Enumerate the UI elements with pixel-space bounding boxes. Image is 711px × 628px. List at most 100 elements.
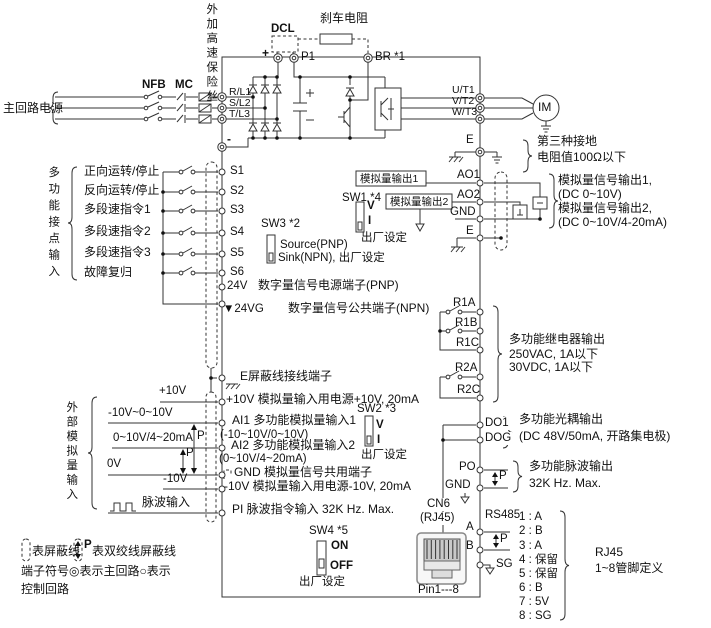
terminal-label-ao2: AO2 — [457, 189, 481, 201]
terminal-label-r2c: R2C — [457, 384, 481, 396]
terminal-label-rl1: R/L1 — [229, 86, 252, 98]
func-label-2: 反向运转/停止 — [84, 183, 160, 197]
sw3-sink-label: Sink(NPN), 出厂设定 — [278, 252, 385, 264]
rs485-label: RS485 — [485, 509, 521, 521]
rj45-label: (RJ45) — [419, 512, 456, 526]
sw3-source-label: Source(PNP) — [280, 239, 348, 251]
terminal-label-r2a: R2A — [455, 362, 478, 374]
n10v-desc: -10V 模拟量输入用电源-10V, 20mA — [224, 479, 411, 493]
twisted-p-label-2: P — [186, 447, 194, 459]
po-note2: 32K Hz. Max. — [529, 476, 602, 490]
pin-def-1: 1 : A — [519, 511, 543, 523]
range1-label: -10V~0~10V — [108, 407, 173, 419]
ao-note1: 模拟量信号输出1, — [558, 173, 653, 187]
func-label-6: 故障复归 — [84, 265, 133, 279]
relay-note3: 30VDC, 1A以下 — [509, 360, 594, 374]
motor-label: IM — [538, 100, 552, 114]
pin-def-8: 8 : SG — [519, 610, 552, 622]
terminal-label-ao1: AO1 — [457, 169, 481, 181]
terminal-label-dog: DOG — [484, 432, 513, 446]
terminal-label-do1: DO1 — [484, 417, 510, 431]
minus-terminal-label: - — [227, 132, 231, 146]
ai1-range-label: (-10~10V/0~10V) — [220, 429, 309, 441]
24vg-desc: 数字量信号公共端子(NPN) — [288, 301, 430, 315]
digital-group-label: 多功能接点输入 — [47, 166, 60, 282]
terminal-label-s5: S5 — [230, 247, 245, 259]
terminal-label-gnd-ao: GND — [450, 206, 476, 218]
terminal-label-s6: S6 — [230, 266, 245, 278]
pin-def-5: 5 : 保留 — [519, 568, 558, 580]
br-terminal-label: BR *1 — [375, 51, 406, 63]
func-label-3: 多段速指令1 — [84, 202, 151, 216]
legend-line3: 控制回路 — [21, 582, 70, 596]
analog-input-circuit — [87, 391, 374, 523]
earth-terminal-top — [448, 139, 533, 173]
terminal-label-vt2: V/T2 — [452, 95, 475, 107]
pin-def-6: 6 : B — [519, 582, 543, 594]
ao-note2: (DC 0~10V) — [558, 187, 622, 201]
func-label-4: 多段速指令2 — [84, 224, 151, 238]
pi-label: PI 脉波指令输入 32K Hz. Max. — [232, 502, 395, 516]
gnd-ai-label: GND 模拟量信号共用端子 — [234, 465, 373, 479]
sw1-label: SW1 *4 — [342, 192, 381, 204]
sw4-label: SW4 *5 — [309, 525, 348, 537]
po-note1: 多功能脉波输出 — [529, 459, 614, 473]
legend-shield-label: 表屏蔽线 — [32, 544, 81, 558]
terminal-label-tl3: T/L3 — [229, 108, 251, 120]
mains-brace — [48, 91, 59, 125]
terminal-label-po: PO — [459, 461, 476, 473]
sw4-factory-label: 出厂设定 — [299, 576, 345, 588]
earth-top-label: E — [466, 134, 474, 146]
terminal-label-sl2: S/L2 — [229, 97, 251, 109]
func-label-1: 正向运转/停止 — [84, 164, 160, 178]
brake-resistor-label: 刹车电阻 — [320, 11, 369, 25]
ext-n10v-label: -10V — [163, 473, 188, 485]
mc-label: MC — [175, 79, 193, 91]
twisted-p-label-po: P — [499, 470, 507, 482]
earth-note2: 电阻值100Ω以下 — [537, 150, 626, 164]
pin-def-4: 4 : 保留 — [519, 554, 558, 566]
motor-circuit — [484, 94, 560, 133]
legend-line2: 端子符号◎表示主回路○表示 — [21, 564, 171, 578]
sg-label: SG — [496, 558, 513, 570]
ao-note4: (DC 0~10V/4-20mA) — [558, 215, 668, 229]
terminal-label-s2: S2 — [230, 185, 245, 197]
legend-twisted-label: 表双绞线屏蔽线 — [92, 544, 177, 558]
analog-output-circuit — [355, 170, 559, 253]
terminal-label-wt3: W/T3 — [452, 106, 478, 118]
legend-icons — [21, 538, 83, 562]
earth-note1: 第三种接地 — [537, 134, 598, 148]
analog-out-box1-label: 模拟量输出1 — [360, 173, 419, 185]
nfb-label: NFB — [142, 79, 166, 91]
dcl-brake-resistor-circuit — [271, 33, 369, 56]
ext-p10v-label: +10V — [159, 385, 187, 397]
pin-def-3: 3 : A — [519, 540, 543, 552]
ai2-range-label: (0~10V/4~20mA) — [219, 453, 307, 465]
fuse-note-label: 外加高速保险丝 — [205, 3, 218, 105]
ai2-label: AI2 多功能模拟量输入2 — [231, 438, 356, 452]
comm-circuit — [316, 510, 570, 621]
cn6-label: CN6 — [426, 498, 452, 512]
twisted-p-label-comm: P — [500, 533, 508, 545]
func-label-5: 多段速指令3 — [84, 245, 151, 259]
opto-note2: (DC 48V/50mA, 开路集电极) — [519, 429, 671, 443]
sw2-i-label: I — [377, 434, 381, 446]
sw1-v-label: V — [367, 200, 375, 212]
digital-input-circuit — [67, 161, 276, 392]
ao-note3: 模拟量信号输出2, — [558, 201, 653, 215]
relay-note2: 250VAC, 1A以下 — [509, 347, 599, 361]
zero-volt-label: 0V — [107, 458, 122, 470]
analog-out-box2-label: 模拟量输出2 — [390, 196, 449, 208]
sw4-on-label: ON — [331, 540, 349, 552]
sw2-label: SW2 *3 — [357, 403, 396, 415]
sw2-factory-label: 出厂设定 — [361, 449, 407, 461]
sw3-label: SW3 *2 — [261, 218, 300, 230]
terminal-label-gnd-po: GND — [445, 479, 471, 491]
rj45-note1: RJ45 — [595, 545, 624, 559]
opto-note1: 多功能光耦输出 — [519, 412, 604, 426]
pin18-label: Pin1---8 — [418, 584, 459, 596]
sw1-factory-label: 出厂设定 — [361, 232, 407, 244]
24v-desc: 数字量信号电源端子(PNP) — [258, 278, 399, 292]
